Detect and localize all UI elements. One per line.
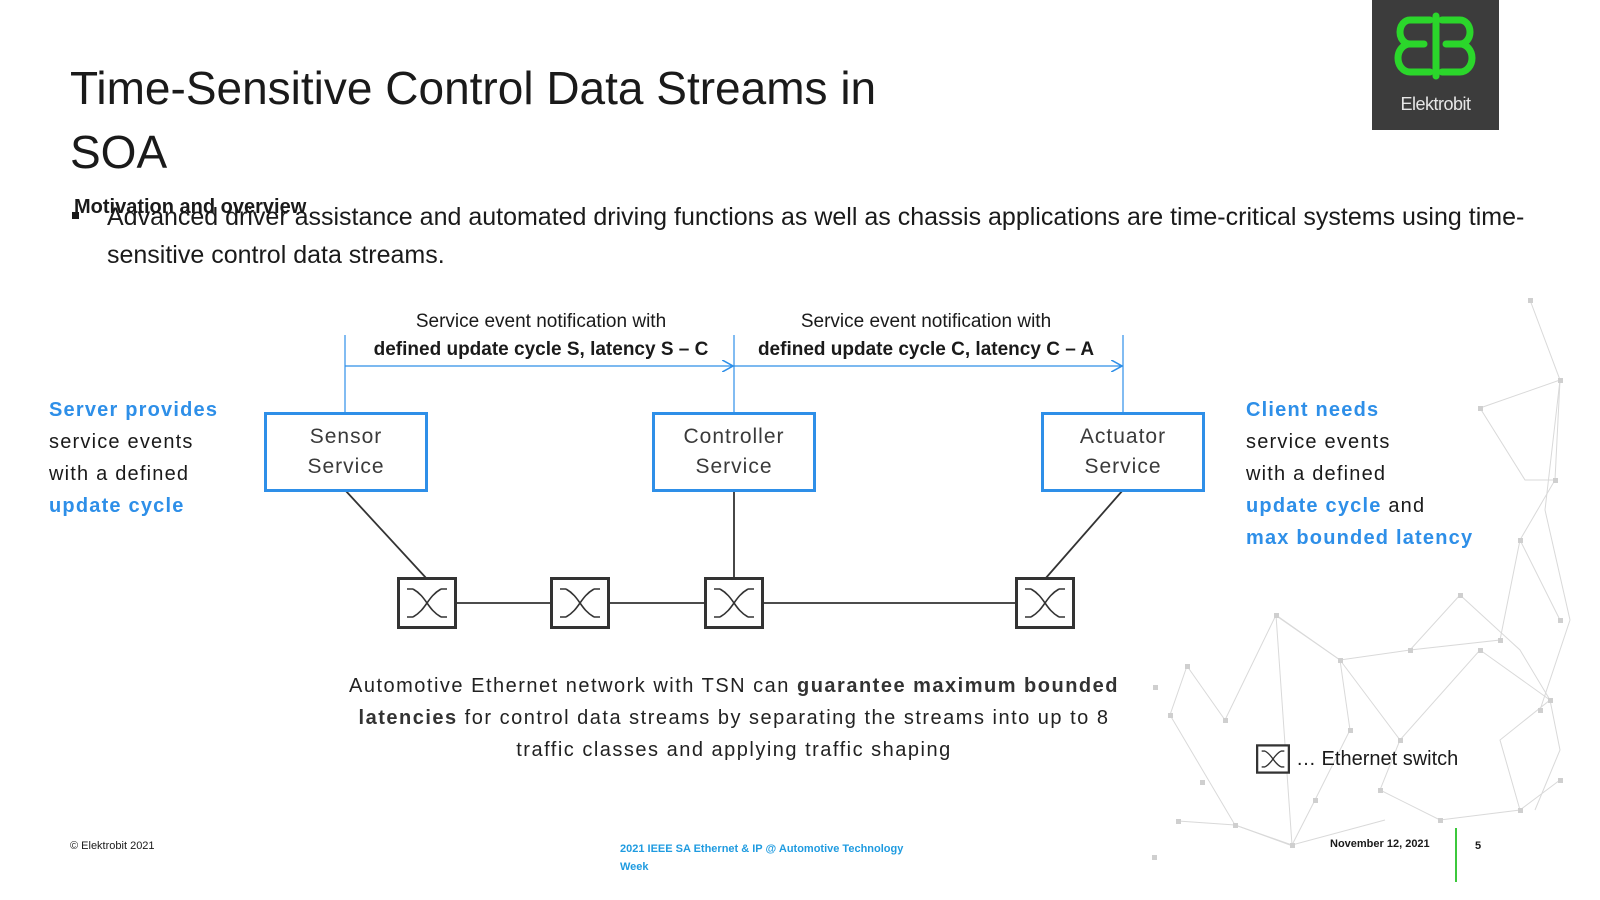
section-subtitle: Motivation and overview	[74, 196, 307, 218]
ethernet-switch-icon	[1015, 577, 1075, 629]
ethernet-switch-icon	[550, 577, 610, 629]
legend-label: … Ethernet switch	[1296, 747, 1459, 770]
server-description: Server provides service events with a de…	[49, 399, 219, 517]
actuator-service-box: Actuator Service	[1041, 412, 1205, 492]
link-sensor-switch	[344, 489, 428, 580]
elektrobit-logo: Elektrobit	[1372, 0, 1499, 130]
ethernet-switch-icon	[397, 577, 457, 629]
bullet-marker	[72, 212, 79, 219]
network-dots-decoration	[1152, 298, 1571, 860]
slide-title: Time-Sensitive Control Data Streams in S…	[70, 62, 877, 178]
switch-legend: … Ethernet switch	[1256, 744, 1458, 774]
controller-service-box: Controller Service	[652, 412, 816, 492]
client-description: Client needs service events with a defin…	[1246, 399, 1474, 549]
footer-event: 2021 IEEE SA Ethernet & IP @ Automotive …	[620, 843, 904, 873]
ethernet-switch-icon	[1256, 744, 1290, 774]
logo-wordmark: Elektrobit	[1400, 94, 1471, 114]
notification-controller-actuator: Service event notification with defined …	[757, 311, 1095, 360]
footer-copyright: © Elektrobit 2021	[70, 840, 155, 852]
footer-date: November 12, 2021	[1330, 838, 1430, 850]
bullet-text: Advanced driver assistance and automated…	[107, 203, 1525, 269]
link-actuator-switch	[1044, 489, 1124, 580]
notification-sensor-controller: Service event notification with defined …	[373, 311, 709, 360]
ethernet-switch-icon	[704, 577, 764, 629]
footer-divider	[1455, 828, 1457, 882]
page-number: 5	[1475, 840, 1482, 852]
sensor-service-box: Sensor Service	[264, 412, 428, 492]
network-caption: Automotive Ethernet network with TSN can…	[349, 675, 1119, 761]
eb-logo-icon	[1394, 12, 1476, 80]
